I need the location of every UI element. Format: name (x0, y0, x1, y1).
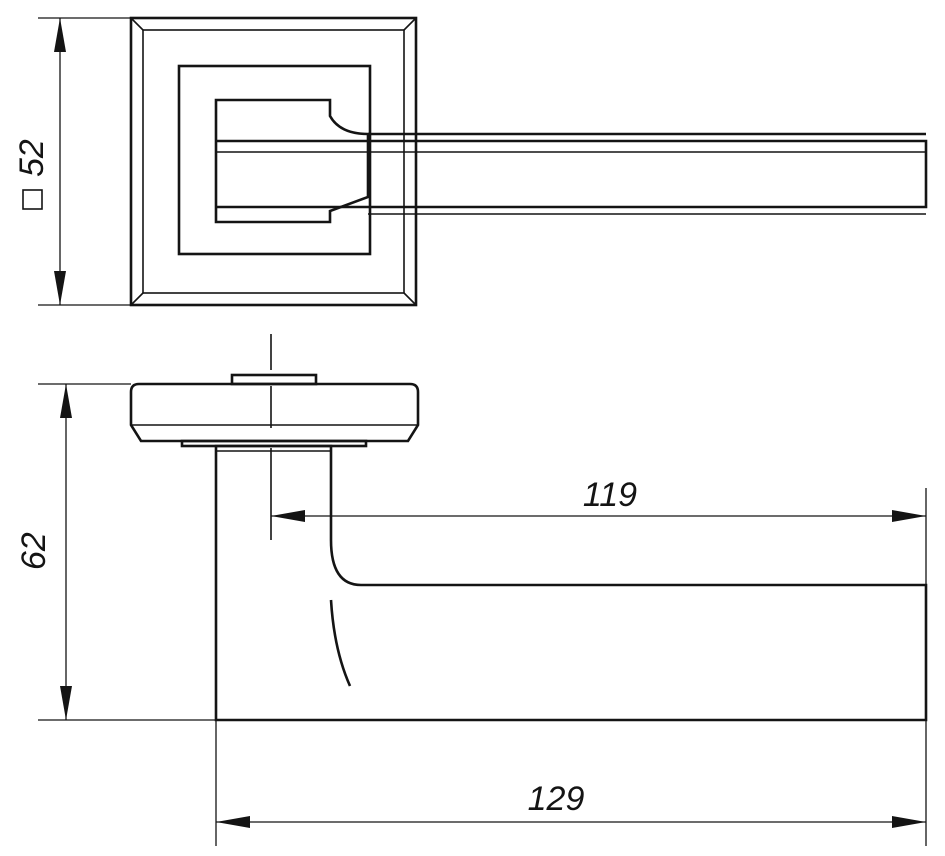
height-label: 62 (15, 532, 53, 570)
rose-inner-square (177, 64, 372, 256)
top-view (129, 16, 928, 307)
length-label: 129 (528, 780, 585, 818)
rose-outer-edge (129, 16, 418, 307)
side-view (129, 334, 928, 722)
rose-bevel-inner (142, 29, 405, 294)
lever-arm-top (216, 139, 928, 209)
lever-base-top (214, 98, 370, 224)
reach-label: 119 (583, 476, 637, 514)
rose-profile (129, 382, 420, 443)
height-dimension: 62 (15, 383, 216, 721)
lever-curve (329, 599, 352, 687)
rose-size-dimension: 52 (13, 17, 131, 306)
reach-dimension: 119 (271, 476, 927, 585)
lever-profile-side (214, 444, 928, 722)
square-symbol-icon (22, 189, 43, 210)
spindle-cap (230, 373, 318, 386)
rose-size-label: 52 (13, 139, 51, 177)
length-dimension: 129 (215, 720, 927, 846)
